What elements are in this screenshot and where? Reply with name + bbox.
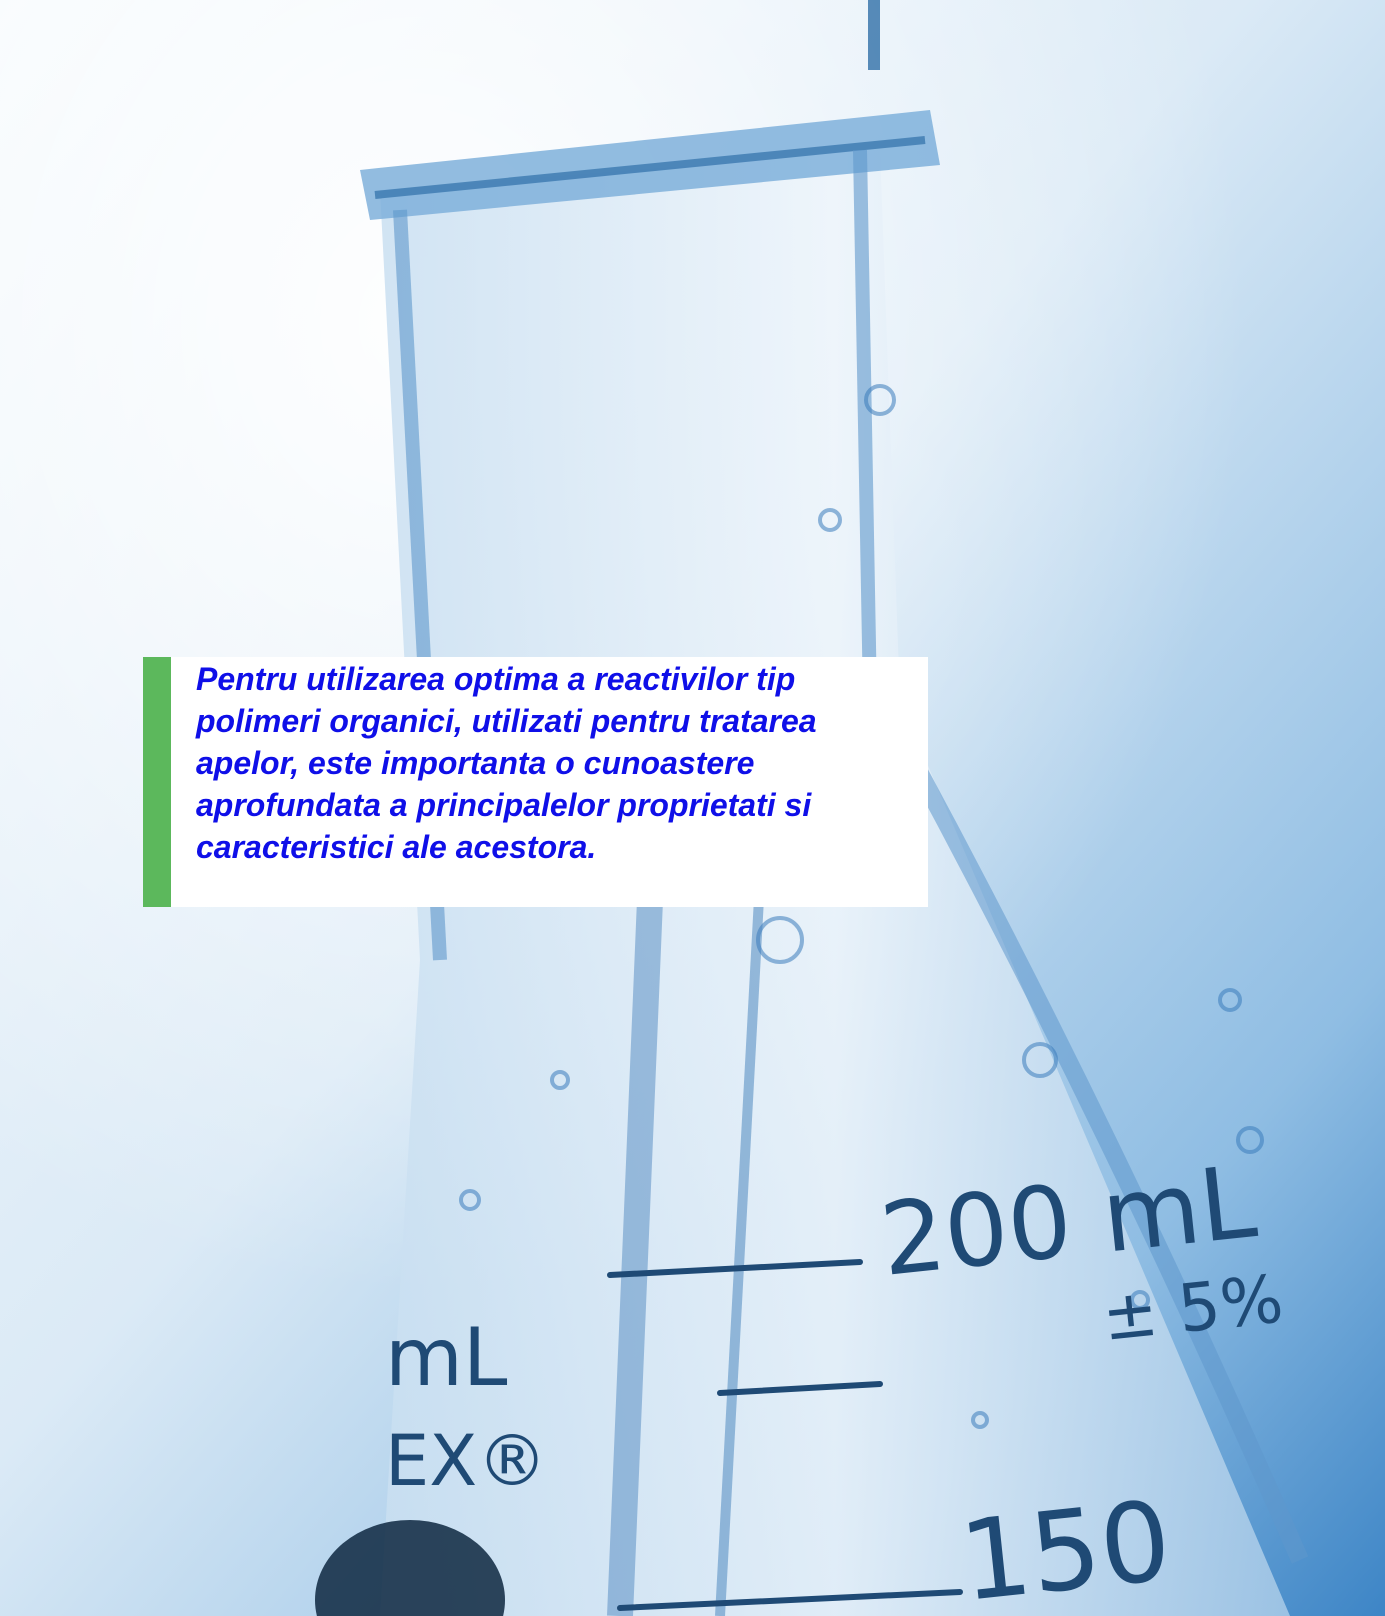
info-callout: Pentru utilizarea optima a reactivilor t… <box>143 657 928 907</box>
graduation-150-label: 150 <box>954 1477 1176 1616</box>
callout-accent-bar <box>143 657 171 907</box>
side-unit-label: mL <box>385 1311 508 1404</box>
tolerance-label: ± 5% <box>1099 1260 1287 1355</box>
side-brand-label: EX® <box>385 1420 547 1502</box>
callout-text: Pentru utilizarea optima a reactivilor t… <box>196 661 817 865</box>
